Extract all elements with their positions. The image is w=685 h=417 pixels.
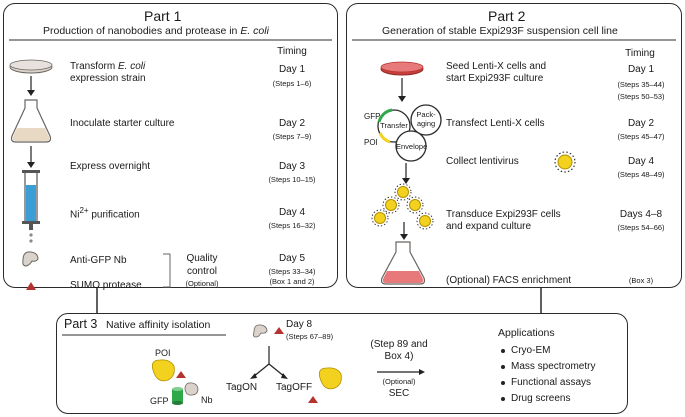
p2-step4-steps: (Steps 54–66) — [617, 223, 665, 232]
p2-step5-label: (Optional) FACS enrichment — [446, 275, 572, 286]
part3-steps: (Steps 67–89) — [286, 332, 334, 341]
nanobody-icon — [22, 251, 39, 267]
p2-step5-steps: (Box 3) — [628, 276, 654, 285]
p2-step2-steps: (Steps 45–47) — [617, 132, 665, 141]
lentivirus-icon — [554, 151, 576, 173]
lentivirus-cluster-icon — [371, 183, 434, 230]
sumo-protease-icon — [26, 282, 36, 290]
tagoff-label: TagOFF — [276, 382, 313, 393]
app-item-drug-screens: Drug screens — [511, 393, 571, 404]
part1-panel — [3, 3, 338, 288]
part3-panel — [56, 313, 628, 414]
plasmid-transfer-label: Transfer — [380, 121, 408, 130]
part3-poi-label: POI — [155, 348, 171, 358]
p2-step2-day: Day 2 — [627, 118, 655, 129]
part1-subtitle: Production of nanobodies and protease in… — [43, 25, 269, 37]
plasmid-gfp-label: GFP — [364, 112, 381, 121]
p1-step4-steps: (Steps 16–32) — [268, 221, 316, 230]
part3-day: Day 8 — [286, 319, 313, 330]
petri-dish-icon — [9, 59, 53, 74]
poi-icon — [151, 359, 175, 382]
plasmid-packaging-label-2: aging — [416, 119, 436, 128]
plasmid-packaging-label-1: Pack- — [416, 110, 436, 119]
part2-subtitle: Generation of stable Expi293F suspension… — [382, 25, 618, 37]
p1-step2-day: Day 2 — [278, 118, 306, 129]
p1-step4-label: Ni2+ purification — [70, 206, 140, 221]
nb-icon — [184, 382, 199, 396]
p2-step3-day: Day 4 — [627, 156, 655, 167]
p2-step1-steps1: (Steps 35–44) — [617, 80, 665, 89]
p1-step2-steps: (Steps 7–9) — [272, 132, 312, 141]
p2-step4-day: Days 4–8 — [619, 209, 663, 220]
p1-step1-day: Day 1 — [278, 64, 306, 75]
p2-step3-label: Collect lentivirus — [446, 156, 519, 167]
envelope-plasmid-icon — [395, 130, 427, 162]
qc-label-2: control — [186, 266, 217, 277]
nanobody-icon-top — [252, 324, 268, 338]
p1-step5-steps1: (Steps 33–34) — [268, 267, 316, 276]
p1-step3-steps: (Steps 10–15) — [268, 175, 316, 184]
protease-icon-free — [308, 396, 318, 403]
sec-label-2: Box 4) — [384, 351, 414, 362]
p1-step3-label: Express overnight — [70, 161, 151, 172]
plasmid-poi-label: POI — [364, 138, 378, 147]
part1-title: Part 1 — [144, 8, 182, 24]
purification-column-icon — [22, 170, 40, 243]
applications-title: Applications — [498, 327, 555, 339]
p1-step4-day: Day 4 — [278, 207, 306, 218]
packaging-plasmid-icon — [410, 104, 442, 136]
p2-step1-day: Day 1 — [627, 64, 655, 75]
p1-step1-steps: (Steps 1–6) — [272, 79, 312, 88]
app-item-cryo-em: Cryo-EM — [511, 345, 551, 356]
plasmid-envelope-label: Envelope — [396, 142, 428, 151]
part3-gfp-label: GFP — [150, 396, 169, 406]
sec-label-1: (Step 89 and — [370, 339, 428, 350]
protease-icon-complex — [176, 371, 186, 378]
protease-icon-top — [274, 327, 284, 334]
part2-timing-header: Timing — [625, 48, 655, 59]
petri-dish-red-icon — [380, 61, 424, 76]
p1-step5-day: Day 5 — [278, 253, 306, 264]
expi293f-flask-icon — [380, 241, 426, 285]
app-item-mass-spec: Mass spectrometry — [511, 361, 596, 372]
part3-subtitle: Native affinity isolation — [106, 319, 211, 331]
flask-icon — [10, 99, 52, 143]
part1-timing-header: Timing — [277, 46, 307, 57]
part2-title: Part 2 — [488, 8, 526, 24]
qc-label-1: Quality — [186, 253, 218, 264]
p2-step3-steps: (Steps 48–49) — [617, 170, 665, 179]
qc-label-optional: (Optional) — [185, 279, 219, 288]
qc-item-sumo: SUMO protease — [70, 280, 142, 291]
poi-icon-free — [318, 367, 342, 390]
tagon-label: TagON — [226, 382, 258, 393]
gfp-barrel-icon — [172, 387, 183, 405]
app-item-functional-assays: Functional assays — [511, 377, 592, 388]
sec-optional: (Optional) — [382, 377, 416, 386]
p2-step2-label: Transfect Lenti-X cells — [446, 118, 545, 129]
part3-title: Part 3 — [64, 317, 98, 331]
sec-label: SEC — [388, 388, 410, 399]
p1-step5-steps2: (Box 1 and 2) — [269, 277, 315, 286]
p1-step3-day: Day 3 — [278, 161, 306, 172]
p2-step1-steps2: (Steps 50–53) — [617, 92, 665, 101]
p1-step2-label: Inoculate starter culture — [70, 118, 175, 129]
part3-nb-label: Nb — [201, 395, 213, 405]
qc-item-anti-gfp: Anti-GFP Nb — [70, 255, 127, 266]
